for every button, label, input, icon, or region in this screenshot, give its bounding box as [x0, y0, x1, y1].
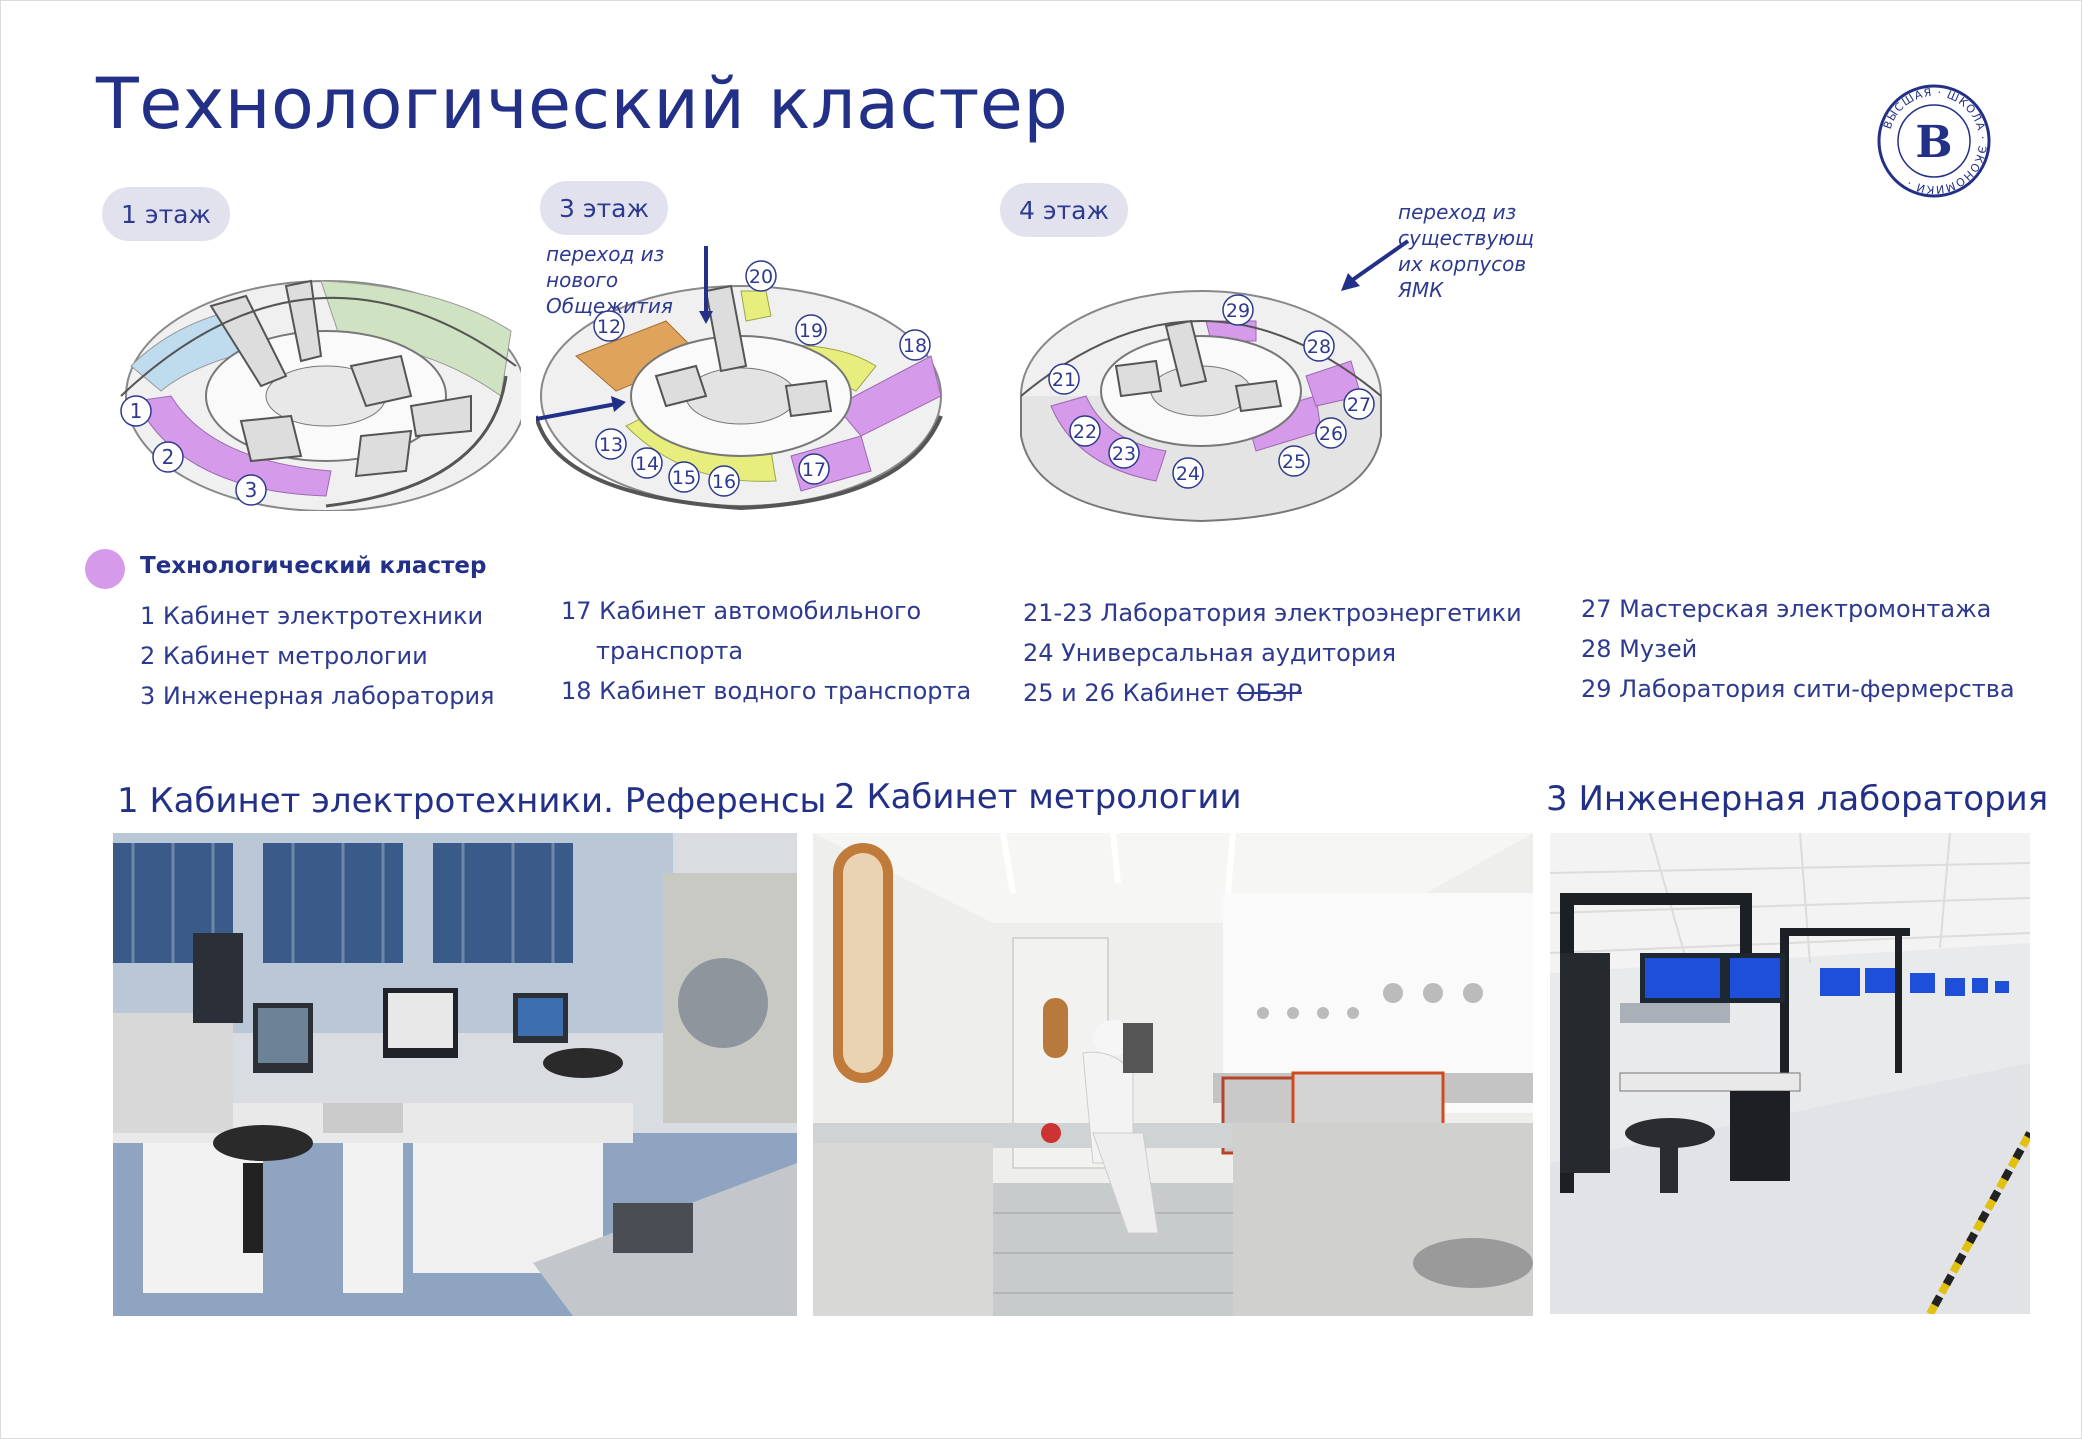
room-marker-3: 3	[235, 474, 267, 506]
room-marker-label: 25	[1282, 451, 1306, 473]
list-item: 1 Кабинет электротехники	[140, 602, 484, 630]
room-marker-23: 23	[1108, 437, 1140, 469]
room-list-3: 21-23 Лаборатория электроэнергетики 24 У…	[1023, 593, 1522, 713]
photo-caption-1: 1 Кабинет электротехники. Референсы	[117, 781, 827, 821]
floor-1-plan	[120, 279, 521, 511]
room-marker-27: 27	[1343, 388, 1375, 420]
room-marker-16: 16	[708, 465, 740, 497]
annotation-line: существующ	[1398, 226, 1534, 250]
room-marker-label: 26	[1319, 423, 1343, 445]
list-item: 2 Кабинет метрологии	[140, 642, 428, 670]
room-marker-15: 15	[668, 461, 700, 493]
hse-logo-icon: ВЫСШАЯ · ШКОЛА · ЭКОНОМИКИ · В	[1877, 84, 1991, 198]
list-item: 25 и 26 Кабинет ОБЗР	[1023, 673, 1522, 713]
room-marker-14: 14	[631, 447, 663, 479]
room-marker-label: 23	[1112, 443, 1136, 465]
room-marker-21: 21	[1048, 363, 1080, 395]
room-marker-label: 16	[712, 471, 736, 493]
floor-3-plan	[536, 246, 943, 511]
legend-label: Технологический кластер	[140, 553, 487, 579]
list-item: 27 Мастерская электромонтажа	[1581, 595, 1992, 623]
room-marker-label: 27	[1347, 394, 1371, 416]
page-title: Технологический кластер	[96, 63, 1069, 145]
floor-1-label: 1 этаж	[102, 187, 230, 241]
room-marker-label: 24	[1176, 463, 1200, 485]
room-marker-label: 14	[635, 453, 659, 475]
room-marker-20: 20	[745, 260, 777, 292]
floor-4-entry-arrow-icon	[1341, 239, 1410, 291]
photo-engineering-lab	[1550, 833, 2030, 1314]
room-marker-label: 22	[1073, 421, 1097, 443]
floor-4-label: 4 этаж	[1000, 183, 1128, 237]
room-marker-label: 21	[1052, 369, 1076, 391]
room-marker-25: 25	[1278, 445, 1310, 477]
photo-electrotechnics-lab	[113, 833, 797, 1316]
photo-metrology-lab	[813, 833, 1533, 1316]
room-marker-17: 17	[798, 453, 830, 485]
photo-caption-2: 2 Кабинет метрологии	[834, 777, 1242, 817]
list-item: 3 Инженерная лаборатория	[140, 682, 495, 710]
annotation-line: их корпусов	[1398, 252, 1527, 276]
list-item-strikethrough: ОБЗР	[1236, 679, 1302, 707]
room-marker-label: 18	[903, 335, 927, 357]
room-list-4: 27 Мастерская электромонтажа 28 Музей 29…	[1581, 589, 2015, 709]
list-item-text: 25 и 26 Кабинет	[1023, 679, 1237, 707]
annotation-line: переход из	[546, 242, 665, 266]
svg-text:В: В	[1915, 117, 1952, 168]
photo-caption-3: 3 Инженерная лаборатория	[1546, 779, 2049, 819]
room-marker-26: 26	[1315, 417, 1347, 449]
room-marker-label: 12	[597, 316, 621, 338]
room-list-1: 1 Кабинет электротехники 2 Кабинет метро…	[140, 596, 495, 716]
room-marker-label: 29	[1226, 300, 1250, 322]
room-marker-29: 29	[1222, 294, 1254, 326]
room-marker-24: 24	[1172, 457, 1204, 489]
list-item: 21-23 Лаборатория электроэнергетики	[1023, 599, 1522, 627]
legend-swatch	[85, 549, 125, 589]
annotation-line: нового	[546, 268, 619, 292]
room-list-2: 17 Кабинет автомобильного транспорта 18 …	[561, 591, 971, 711]
room-marker-22: 22	[1069, 415, 1101, 447]
room-marker-label: 15	[672, 467, 696, 489]
annotation-line: переход из	[1398, 200, 1517, 224]
room-marker-13: 13	[595, 428, 627, 460]
list-item: 17 Кабинет автомобильного	[561, 597, 922, 625]
room-marker-label: 20	[749, 266, 773, 288]
list-item: 24 Универсальная аудитория	[1023, 639, 1397, 667]
room-marker-label: 13	[599, 434, 623, 456]
room-marker-label: 3	[245, 478, 258, 502]
annotation-line: ЯМК	[1398, 278, 1444, 302]
room-marker-12: 12	[593, 310, 625, 342]
room-marker-label: 28	[1307, 336, 1331, 358]
room-marker-1: 1	[120, 395, 152, 427]
room-marker-label: 17	[802, 459, 826, 481]
hse-logo: ВЫСШАЯ · ШКОЛА · ЭКОНОМИКИ · В	[1876, 83, 1992, 199]
room-marker-19: 19	[795, 314, 827, 346]
room-marker-28: 28	[1303, 330, 1335, 362]
room-marker-label: 19	[799, 320, 823, 342]
list-item: 29 Лаборатория сити-фермерства	[1581, 675, 2015, 703]
floor-4-plan	[1020, 290, 1382, 523]
room-marker-label: 2	[162, 445, 175, 469]
room-marker-label: 1	[130, 399, 143, 423]
list-item: 18 Кабинет водного транспорта	[561, 677, 972, 705]
floor-3-label: 3 этаж	[540, 181, 668, 235]
room-marker-2: 2	[152, 441, 184, 473]
list-item: транспорта	[596, 637, 744, 665]
floor-4-annotation: переход из существующ их корпусов ЯМК	[1398, 199, 1534, 303]
list-item: 28 Музей	[1581, 635, 1698, 663]
room-marker-18: 18	[899, 329, 931, 361]
